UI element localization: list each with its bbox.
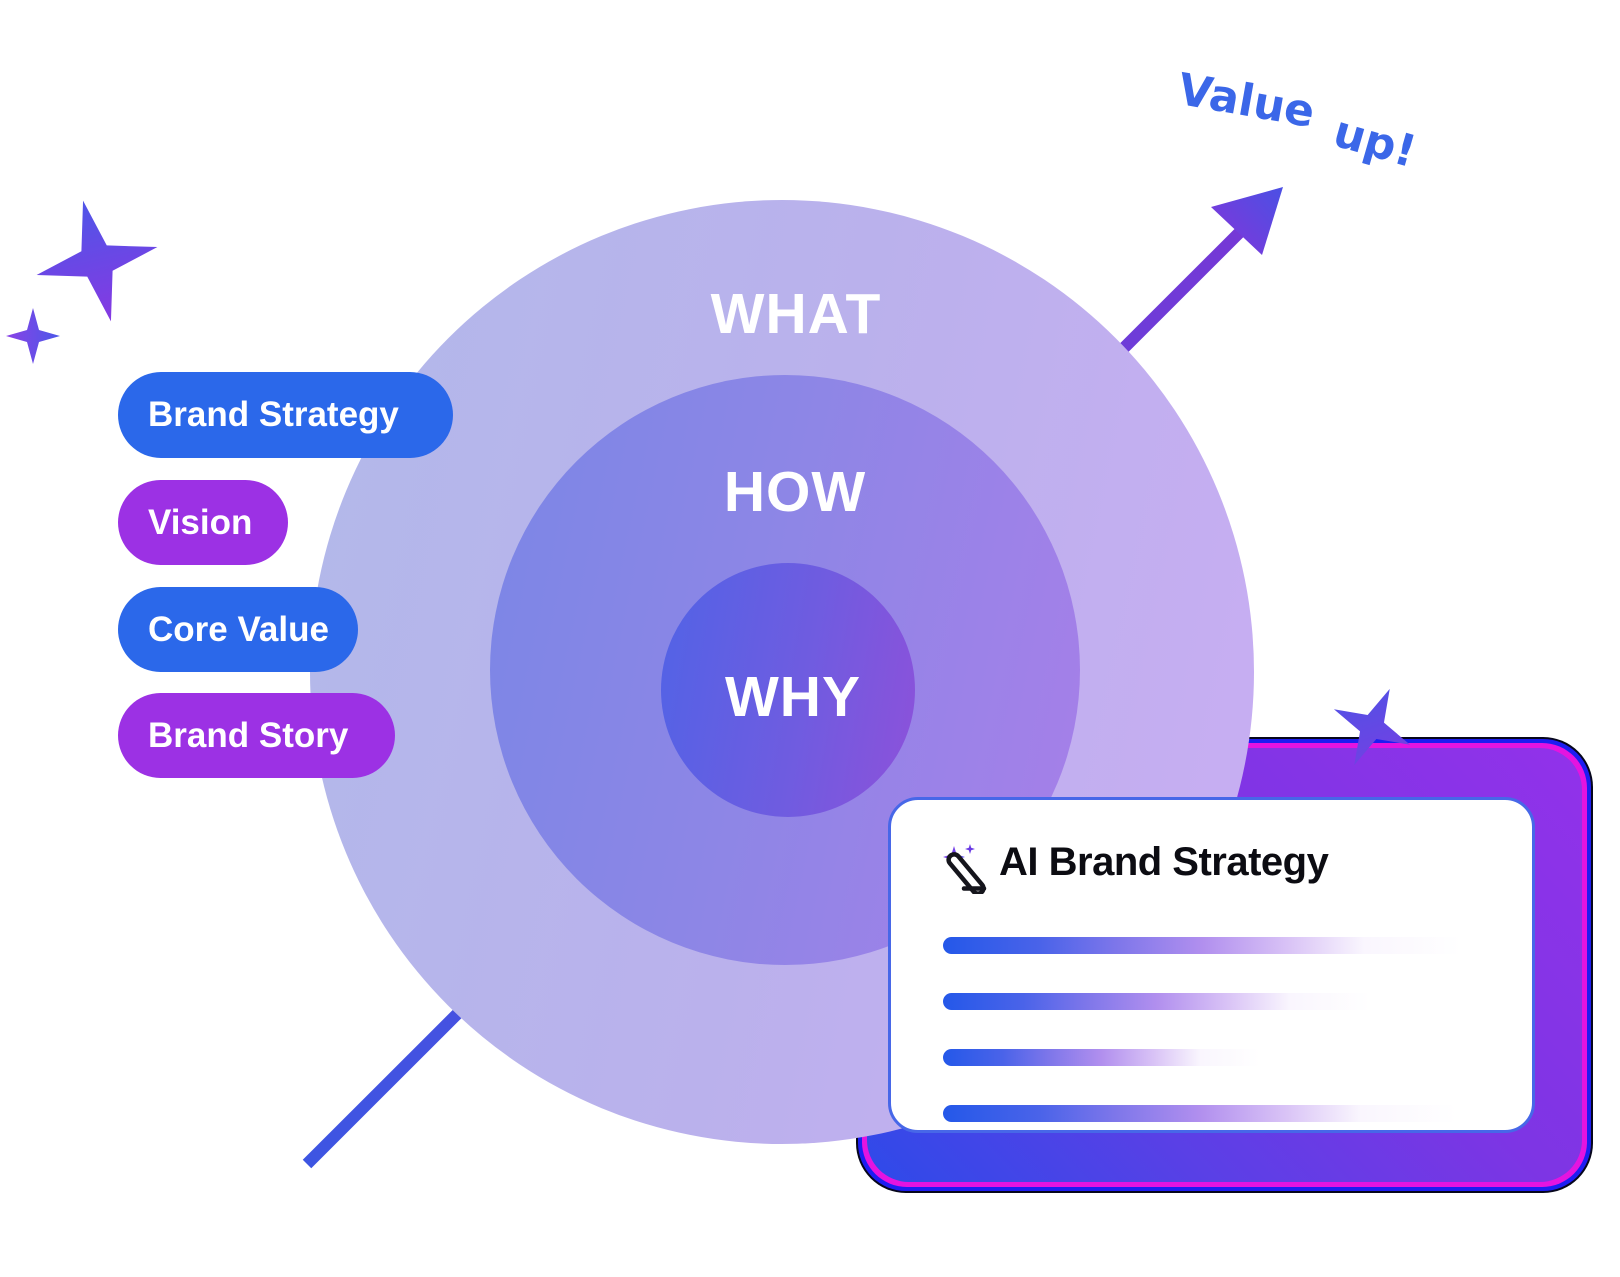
- pen-sparkle-icon: [943, 844, 987, 894]
- ai-brand-strategy-card: AI Brand Strategy: [888, 797, 1535, 1133]
- arrow-head: [1211, 187, 1283, 255]
- sparkle-stars: [6, 200, 158, 364]
- label-why: WHY: [725, 665, 861, 729]
- big-star-icon: [36, 200, 158, 322]
- circle-why: [661, 563, 915, 817]
- card-star-icon: [1333, 688, 1411, 766]
- annotation-word-up: up!: [1327, 106, 1422, 178]
- text-line-placeholder: [943, 1049, 1273, 1066]
- text-line-placeholder: [943, 937, 1483, 954]
- annotation-word-value: Value: [1174, 64, 1319, 139]
- pill-brand-strategy: Brand Strategy: [118, 372, 453, 458]
- small-star-icon: [6, 308, 60, 364]
- pill-brand-story: Brand Story: [118, 693, 395, 778]
- pill-core-value: Core Value: [118, 587, 358, 672]
- label-what: WHAT: [710, 282, 882, 346]
- text-line-placeholder: [943, 993, 1388, 1010]
- pill-label: Brand Strategy: [148, 395, 399, 434]
- pill-vision: Vision: [118, 480, 288, 565]
- card-title: AI Brand Strategy: [999, 840, 1329, 884]
- pill-label: Core Value: [148, 609, 329, 649]
- pill-label: Vision: [148, 502, 253, 542]
- text-line-placeholder: [943, 1105, 1478, 1122]
- value-up-annotation: Value up!: [1174, 64, 1421, 178]
- label-how: HOW: [723, 460, 867, 524]
- pill-label: Brand Story: [148, 715, 349, 755]
